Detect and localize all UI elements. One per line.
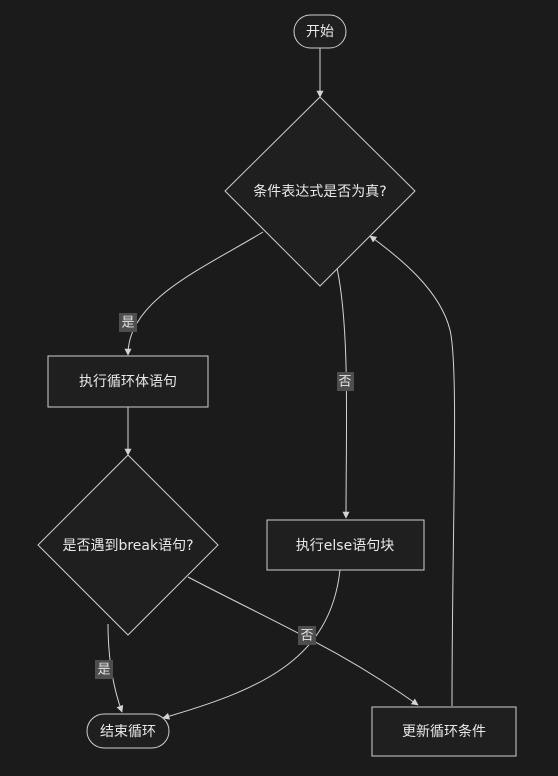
edge-label-bg [119,313,137,332]
node-condition: 条件表达式是否为真? [224,96,416,287]
condition-label: 条件表达式是否为真? [253,183,386,200]
update-cond-box [371,706,517,757]
node-break-check: 是否遇到break语句? [37,454,219,636]
node-exec-body: 执行循环体语句 [47,355,209,408]
node-else-block: 执行else语句块 [266,519,425,571]
node-end-loop: 结束循环 [86,713,170,749]
edge-label-yes-to-end: 是 [95,660,113,679]
edge-label-no-to-else: 否 [337,372,354,391]
break-check-diamond [37,454,219,636]
exec-body-box [47,355,209,408]
edge-label-bg [298,626,316,645]
edge-label-text: 是 [97,663,110,678]
condition-diamond [224,96,416,287]
else-block-box [266,519,425,571]
edge-condition-to-else [336,267,350,519]
edge-else-to-end [162,569,341,720]
exec-body-label: 执行循环体语句 [79,374,177,390]
break-check-label: 是否遇到break语句? [62,538,193,554]
edge-label-yes-to-body: 是 [119,313,137,332]
end-loop-shape [86,713,170,749]
edge-label-text: 否 [338,375,351,390]
edge-label-bg [337,372,354,391]
edge-label-text: 是 [121,316,134,331]
else-block-label: 执行else语句块 [296,538,394,554]
node-update-cond: 更新循环条件 [371,706,517,757]
edge-label-text: 否 [300,629,313,644]
edge-label-bg [95,660,113,679]
edge-label-no-to-update: 否 [298,626,316,645]
start-shape [293,14,347,49]
update-cond-label: 更新循环条件 [402,723,486,740]
edge-condition-to-body [124,231,264,356]
start-label: 开始 [306,24,334,40]
edge-update-to-condition [369,235,456,707]
end-loop-label: 结束循环 [100,724,156,740]
node-start: 开始 [293,14,347,49]
